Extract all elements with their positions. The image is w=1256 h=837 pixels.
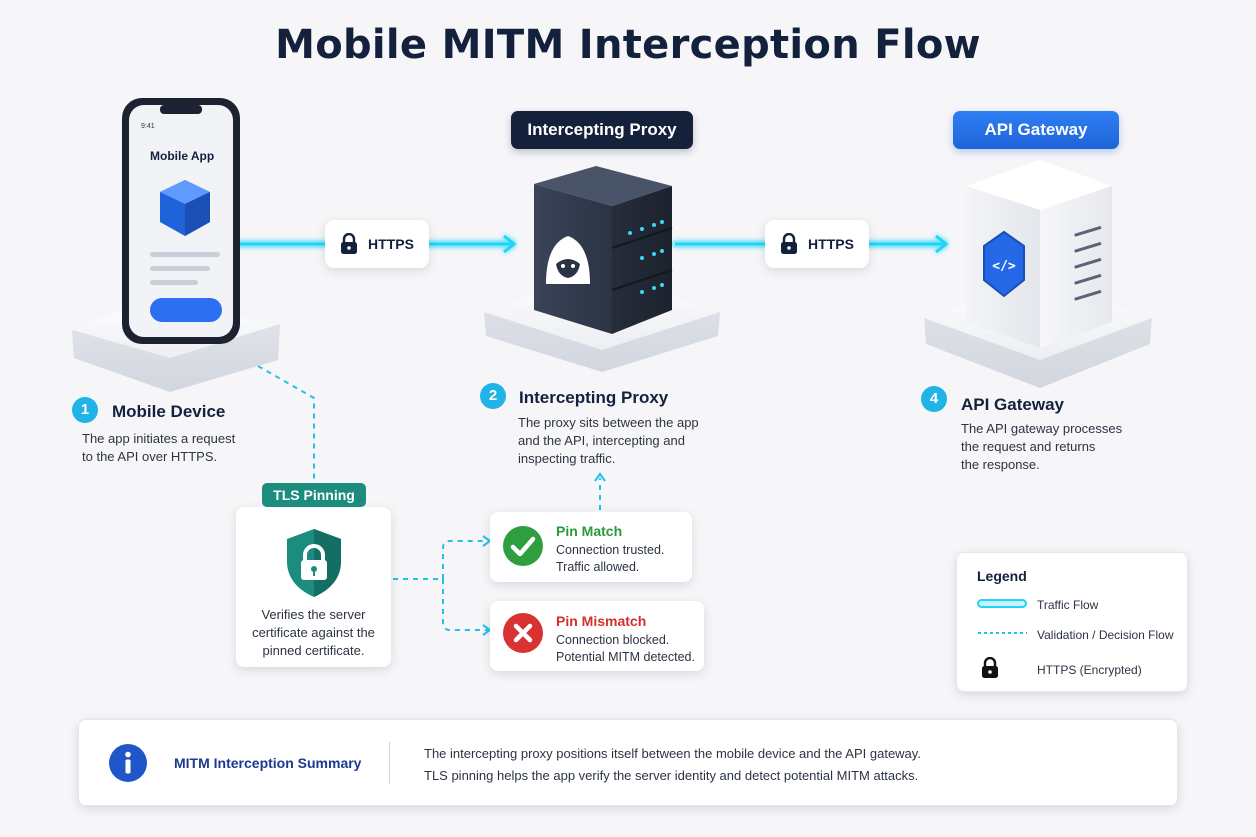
step-description-intercepting-proxy: The proxy sits between the app and the A… [518, 414, 728, 468]
step-title-api-gateway: API Gateway [961, 395, 1064, 414]
step-description-mobile-device: The app initiates a request to the API o… [82, 430, 282, 466]
page-title: Mobile MITM Interception Flow [275, 22, 981, 68]
dashed-line-icon [978, 632, 1027, 634]
step-number-badge: 2 [480, 383, 506, 409]
step-desc-line: the request and returns [961, 439, 1096, 454]
info-icon [109, 744, 147, 782]
check-icon [503, 526, 543, 566]
lock-icon [341, 233, 358, 254]
pin-mismatch-description: Connection blocked. Potential MITM detec… [556, 632, 702, 666]
summary-text: The intercepting proxy positions itself … [424, 743, 1164, 787]
https-badge-1: HTTPS [325, 220, 429, 268]
shield-lock-icon [287, 529, 341, 597]
x-icon [503, 613, 543, 653]
app-cube-icon [160, 180, 210, 236]
pin-mismatch-title: Pin Mismatch [556, 613, 647, 629]
step-desc-line: The proxy sits between the app [518, 415, 699, 430]
step-desc-line: to the API over HTTPS. [82, 449, 218, 464]
api-code-icon: </> [983, 230, 1025, 298]
lock-icon [982, 657, 998, 678]
legend-title: Legend [977, 568, 1027, 584]
lock-icon [781, 233, 798, 254]
tls-pinning-card: Verifies the server certificate against … [236, 507, 391, 667]
gateway-header-label: API Gateway [953, 111, 1119, 149]
step-title-mobile-device: Mobile Device [112, 402, 226, 421]
solid-line-icon [977, 599, 1027, 608]
step-desc-line: The API gateway processes [961, 421, 1123, 436]
phone-app-button [150, 298, 222, 322]
pin-match-title: Pin Match [556, 523, 623, 539]
legend-label: Traffic Flow [1037, 598, 1099, 612]
step-desc-line: and the API, intercepting and [518, 433, 685, 448]
https-label: HTTPS [368, 236, 414, 252]
summary-title: MITM Interception Summary [174, 755, 362, 771]
https-label: HTTPS [808, 236, 854, 252]
step-title-intercepting-proxy: Intercepting Proxy [519, 388, 669, 407]
phone-app-label: Mobile App [150, 149, 214, 163]
summary-line: TLS pinning helps the app verify the ser… [424, 768, 919, 783]
tls-desc-line: certificate against the [252, 625, 375, 640]
result-desc-line: Connection blocked. [556, 633, 670, 647]
legend-box: Legend Traffic Flow Validation / Decisio… [956, 552, 1188, 692]
step-number-badge: 1 [72, 397, 98, 423]
result-desc-line: Traffic allowed. [556, 560, 640, 574]
pin-mismatch-card: Pin Mismatch Connection blocked. Potenti… [490, 601, 704, 671]
step-desc-line: The app initiates a request [82, 431, 236, 446]
step-desc-line: inspecting traffic. [518, 451, 616, 466]
https-badge-2: HTTPS [765, 220, 869, 268]
result-desc-line: Potential MITM detected. [556, 650, 695, 664]
summary-divider [389, 742, 390, 784]
proxy-header-label: Intercepting Proxy [511, 111, 693, 149]
step-number-badge: 4 [921, 386, 947, 412]
tls-desc-line: pinned certificate. [262, 643, 365, 658]
tls-desc-line: Verifies the server [261, 607, 366, 622]
summary-panel: MITM Interception Summary The intercepti… [78, 719, 1178, 806]
phone-illustration: 9:41 Mobile App [122, 98, 240, 344]
pin-match-card: Pin Match Connection trusted. Traffic al… [490, 512, 692, 582]
legend-label: HTTPS (Encrypted) [1037, 663, 1142, 677]
phone-time: 9:41 [141, 123, 155, 130]
tls-description: Verifies the server certificate against … [242, 606, 385, 660]
result-desc-line: Connection trusted. [556, 543, 665, 557]
step-description-api-gateway: The API gateway processes the request an… [961, 420, 1161, 474]
legend-label: Validation / Decision Flow [1037, 628, 1174, 642]
summary-line: The intercepting proxy positions itself … [424, 746, 921, 761]
pin-match-description: Connection trusted. Traffic allowed. [556, 542, 690, 576]
step-desc-line: the response. [961, 457, 1040, 472]
hacker-icon [546, 236, 590, 284]
tls-pinning-tag: TLS Pinning [262, 483, 366, 507]
svg-text:</>: </> [992, 259, 1016, 274]
validation-flow-lines [257, 365, 601, 631]
